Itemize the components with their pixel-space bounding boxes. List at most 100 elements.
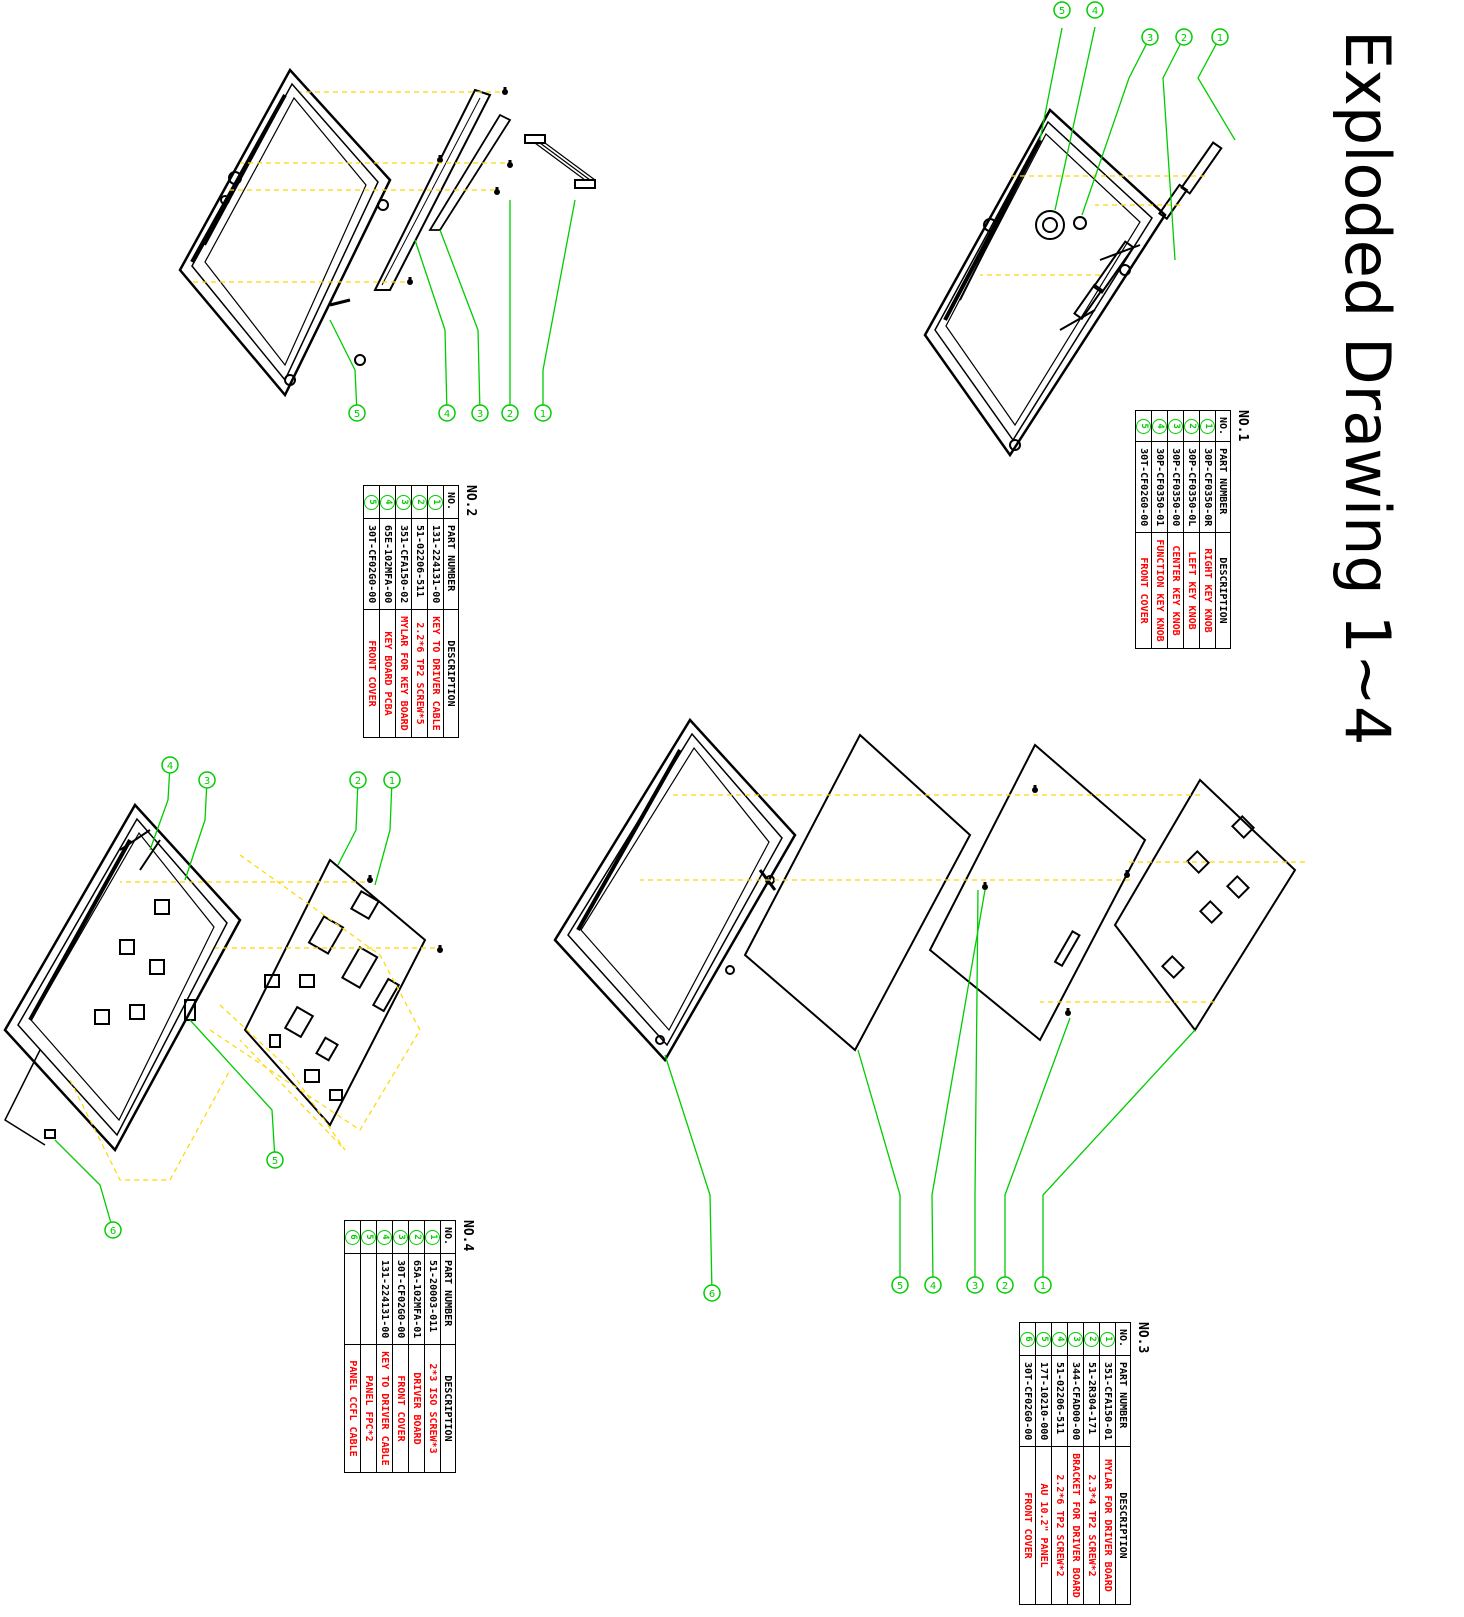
svg-text:4: 4 xyxy=(444,409,450,420)
description: FUNCTION KEY KNOB xyxy=(1151,532,1168,649)
callout-1: 1 xyxy=(1034,1276,1052,1294)
drawing-3-screws xyxy=(982,785,1130,1016)
part-number: 51-02206-511 xyxy=(1051,1355,1068,1447)
header-part-number: PART NUMBER xyxy=(1115,1355,1131,1447)
part-number: 30T-CF02G0-00 xyxy=(1019,1355,1036,1447)
callout-4: 4 xyxy=(924,1276,942,1294)
header-no: NO. xyxy=(440,1220,456,1254)
drawing-2 xyxy=(178,67,596,398)
description: DRIVER BOARD xyxy=(408,1344,425,1473)
callout-2: 2 xyxy=(501,404,519,422)
callout-badge: 3 xyxy=(1068,1331,1083,1347)
callout-badge: 4 xyxy=(377,1229,392,1245)
part-number: 351-CFA150-01 xyxy=(1099,1355,1116,1447)
callout-2: 2 xyxy=(349,771,367,789)
drawing-1-leaders xyxy=(1039,26,1236,261)
part-number: 65E-102MFA-00 xyxy=(379,518,396,610)
svg-text:3: 3 xyxy=(1147,33,1153,44)
svg-text:4: 4 xyxy=(167,761,173,772)
table-header-row: NO. PART NUMBER DESCRIPTION xyxy=(443,485,459,738)
table-title: NO.4 xyxy=(460,1220,475,1252)
callout-5: 5 xyxy=(348,404,366,422)
callout-badge: 2 xyxy=(1184,418,1199,434)
callout-4: 4 xyxy=(1086,1,1104,19)
header-no: NO. xyxy=(1215,410,1231,442)
drawing-4-leaders xyxy=(54,764,393,1231)
svg-text:4: 4 xyxy=(930,1281,936,1292)
svg-text:5: 5 xyxy=(272,1156,278,1167)
part-number xyxy=(360,1253,377,1345)
drawing-2-guides xyxy=(190,91,505,283)
callout-3: 3 xyxy=(198,771,216,789)
callout-badge: 4 xyxy=(1152,418,1167,434)
callout-badge: 3 xyxy=(1168,418,1183,434)
part-number xyxy=(344,1253,361,1345)
description: CENTER KEY KNOB xyxy=(1167,532,1184,649)
drawing-4-guides xyxy=(69,854,435,1181)
description: 2.2*6 TP2 SCREW*5 xyxy=(411,609,428,738)
svg-text:5: 5 xyxy=(354,409,360,420)
table-title: NO.1 xyxy=(1235,410,1250,442)
part-number: 351-CFA150-02 xyxy=(395,518,412,610)
part-number: 344-CFAD00-00 xyxy=(1067,1355,1084,1447)
svg-text:3: 3 xyxy=(477,409,483,420)
callout-5: 5 xyxy=(266,1151,284,1169)
callout-5: 5 xyxy=(891,1276,909,1294)
header-description: DESCRIPTION xyxy=(1115,1446,1131,1605)
drawing-2-screws xyxy=(407,87,513,285)
svg-text:2: 2 xyxy=(1181,33,1187,44)
description: BRACKET FOR DRIVER BOARD xyxy=(1067,1446,1084,1605)
callout-2: 2 xyxy=(1175,28,1193,46)
callout-badge: 5 xyxy=(1136,418,1151,434)
part-number: 30T-CF02G0-00 xyxy=(1135,441,1152,533)
drawing-4 xyxy=(3,802,427,1153)
svg-text:2: 2 xyxy=(355,776,361,787)
callout-badge: 3 xyxy=(396,494,411,510)
callout-badge: 6 xyxy=(345,1229,360,1245)
callout-badge: 6 xyxy=(1020,1331,1035,1347)
description: FRONT COVER xyxy=(1019,1446,1036,1605)
svg-text:2: 2 xyxy=(1002,1281,1008,1292)
description: 2*3 ISO SCREW*3 xyxy=(424,1344,441,1473)
svg-text:3: 3 xyxy=(972,1281,978,1292)
part-number: 65A-102MFA-01 xyxy=(408,1253,425,1345)
svg-text:1: 1 xyxy=(389,776,395,787)
drawing-1-callouts: 5 4 3 2 1 xyxy=(1053,1,1229,46)
description: KEY TO DRIVER CABLE xyxy=(376,1344,393,1473)
description: PANEL FPC*2 xyxy=(360,1344,377,1473)
svg-text:5: 5 xyxy=(1059,6,1065,17)
callout-6: 6 xyxy=(104,1221,122,1239)
callout-badge: 3 xyxy=(393,1229,408,1245)
description: PANEL CCFL CABLE xyxy=(344,1344,361,1473)
part-number: 30P-CF0350-00 xyxy=(1167,441,1184,533)
description: FRONT COVER xyxy=(392,1344,409,1473)
part-number: 17T-10210-000 xyxy=(1035,1355,1052,1447)
part-number: 30T-CF02G0-00 xyxy=(392,1253,409,1345)
header-part-number: PART NUMBER xyxy=(440,1253,456,1345)
description: 2.2*6 TP2 SCREW*2 xyxy=(1051,1446,1068,1605)
drawing-1 xyxy=(923,108,1223,458)
drawing-3-guides xyxy=(640,794,1305,1003)
svg-text:1: 1 xyxy=(540,409,546,420)
drawing-3 xyxy=(553,717,1297,1063)
table-header-row: NO. PART NUMBER DESCRIPTION xyxy=(440,1220,456,1473)
part-number: 51-02206-511 xyxy=(411,518,428,610)
callout-badge: 4 xyxy=(1052,1331,1067,1347)
callout-5: 5 xyxy=(1053,1,1071,19)
header-part-number: PART NUMBER xyxy=(1215,441,1231,533)
description: KEY BOARD PCBA xyxy=(379,609,396,738)
